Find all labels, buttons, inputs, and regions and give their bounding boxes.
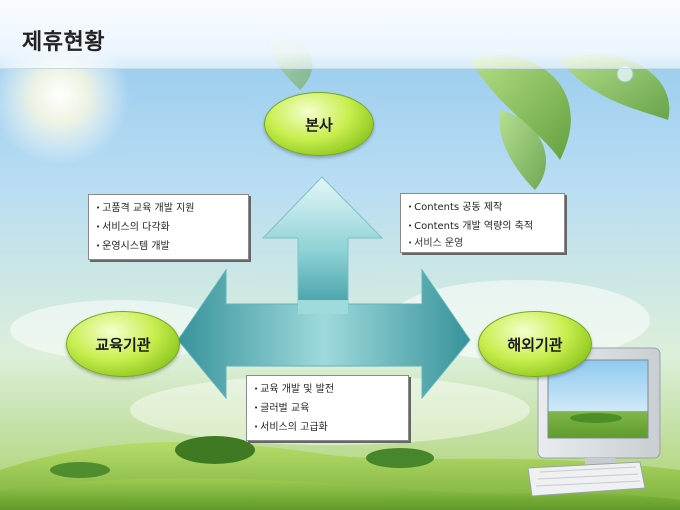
list-item: •글러벌 교육: [254, 403, 310, 414]
node-headquarters: 본사: [264, 92, 374, 156]
list-item: •고품격 교육 개발 지원: [96, 203, 195, 214]
bullet-icon: •: [254, 404, 259, 412]
list-item: •Contents 개발 역량의 축적: [408, 221, 534, 232]
node-education: 교육기관: [66, 311, 180, 377]
bullet-icon: •: [96, 223, 101, 231]
info-box-right: •Contents 공동 제작 •Contents 개발 역량의 축적 •서비스…: [400, 193, 565, 253]
bullet-icon: •: [96, 204, 101, 212]
node-overseas-label: 해외기관: [507, 335, 563, 354]
bullet-icon: •: [254, 423, 259, 431]
info-box-bottom: •교육 개발 및 발전 •글러벌 교육 •서비스의 고급화: [246, 375, 409, 441]
list-item: •운영시스템 개발: [96, 241, 170, 252]
node-overseas: 해외기관: [478, 311, 592, 377]
list-item: •서비스의 다각화: [96, 222, 170, 233]
horizontal-arrow: [177, 268, 471, 400]
vertical-arrow: [261, 176, 384, 311]
bullet-icon: •: [408, 203, 413, 211]
info-box-left: •고품격 교육 개발 지원 •서비스의 다각화 •운영시스템 개발: [88, 194, 249, 260]
bullet-icon: •: [254, 385, 259, 393]
bullet-icon: •: [408, 239, 413, 247]
list-item: •Contents 공동 제작: [408, 202, 503, 213]
computer-illustration: [527, 347, 661, 497]
page-title: 제휴현황: [22, 30, 105, 55]
list-item: •서비스의 고급화: [254, 422, 328, 433]
title-bar: 제휴현황: [0, 0, 680, 69]
list-item: •교육 개발 및 발전: [254, 384, 335, 395]
node-education-label: 교육기관: [95, 335, 151, 354]
bullet-icon: •: [96, 242, 101, 250]
bullet-icon: •: [408, 222, 413, 230]
node-headquarters-label: 본사: [305, 115, 333, 134]
list-item: •서비스 운영: [408, 238, 464, 249]
